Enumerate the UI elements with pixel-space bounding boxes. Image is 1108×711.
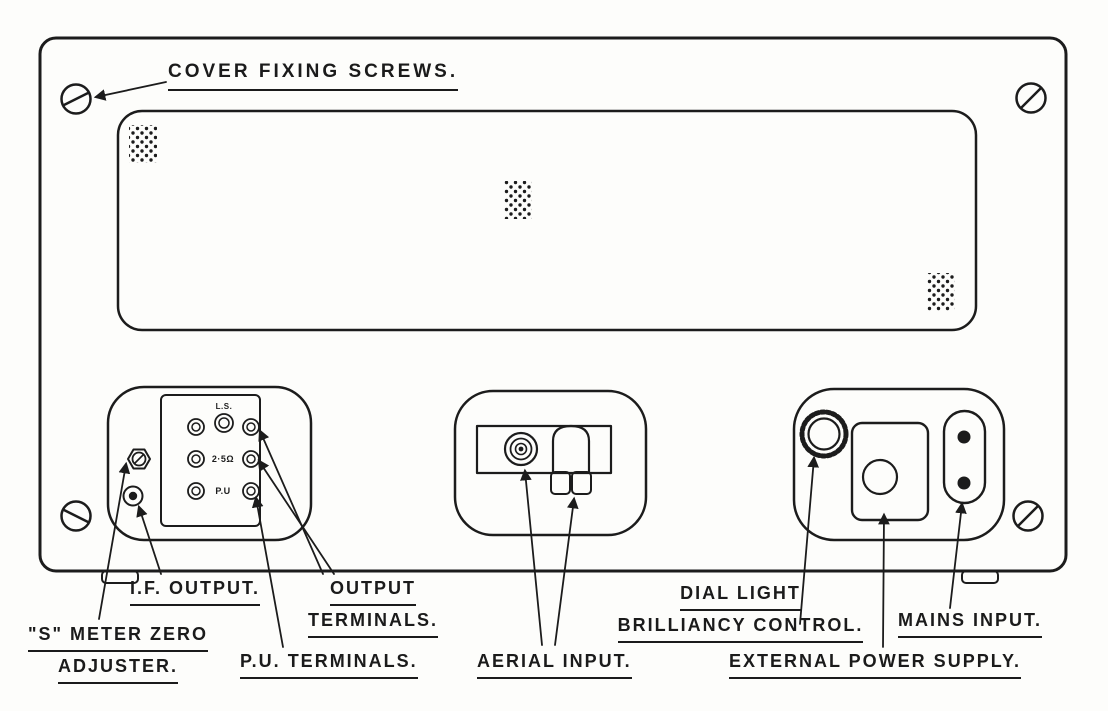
leader-external-power <box>878 512 890 648</box>
label-if-output: I.F. OUTPUT. <box>130 574 261 607</box>
chassis-outline <box>38 36 1068 584</box>
leader-if-output <box>136 504 162 575</box>
leader-lines <box>93 81 967 648</box>
vent-holes <box>504 181 532 219</box>
leader-dial-light <box>799 455 820 625</box>
vent-holes <box>927 273 955 311</box>
label-cover-fixing-screws: COVER FIXING SCREWS. <box>168 57 459 91</box>
label-aerial-input: AERIAL INPUT. <box>477 647 632 680</box>
aerial-panel <box>453 389 648 537</box>
coax-socket <box>503 431 539 467</box>
terminal-row2-label: 2·5Ω <box>212 454 234 464</box>
label-external-power-supply: EXTERNAL POWER SUPPLY. <box>729 647 1022 680</box>
terminal-row3-label: P.U <box>215 486 230 496</box>
output-terminal <box>242 418 260 436</box>
leader-cover-fixing-screws <box>93 81 167 101</box>
label-s-meter-zero-adjuster: "S" METER ZERO ADJUSTER. <box>12 620 224 685</box>
chassis-foot-right <box>961 570 999 584</box>
label-dial-light-brilliancy: DIAL LIGHT BRILLIANCY CONTROL. <box>598 579 883 644</box>
dial-light-brilliancy-knob <box>799 409 849 459</box>
vent-cover <box>116 109 978 332</box>
vent-holes <box>129 125 157 163</box>
label-pu-terminals: P.U. TERMINALS. <box>240 647 418 680</box>
screw-icon <box>1015 82 1047 114</box>
leader-aerial-input-2 <box>554 496 579 646</box>
output-terminal <box>214 413 234 433</box>
terminal-panel: L.S. 2·5Ω P.U <box>106 385 313 542</box>
pu-terminal <box>187 482 205 500</box>
output-terminal <box>187 450 205 468</box>
leader-s-meter-adjuster <box>98 461 131 620</box>
output-terminal <box>242 450 260 468</box>
leader-pu-terminals <box>251 495 284 648</box>
leader-mains-input <box>949 501 967 609</box>
power-panel <box>792 387 1006 542</box>
output-terminal <box>187 418 205 436</box>
screw-icon <box>60 500 92 532</box>
screw-icon <box>1012 500 1044 532</box>
mains-input-socket <box>942 409 987 505</box>
label-output-terminals: OUTPUT TERMINALS. <box>293 574 453 639</box>
label-mains-input: MAINS INPUT. <box>898 606 1043 639</box>
chassis-foot-left <box>101 570 139 584</box>
if-output-socket <box>122 485 144 507</box>
external-power-socket <box>850 421 930 522</box>
leader-output-terminals-1 <box>258 428 324 575</box>
cover-fixing-screws <box>60 82 1047 532</box>
aerial-mount-plate <box>475 424 613 475</box>
s-meter-zero-adjuster <box>127 448 151 470</box>
leader-output-terminals-2 <box>257 459 335 575</box>
aerial-terminal-block <box>550 424 592 495</box>
leader-aerial-input-1 <box>520 468 543 646</box>
terminal-row1-label: L.S. <box>216 402 233 411</box>
terminal-block <box>160 394 261 527</box>
screw-icon <box>60 83 92 115</box>
pu-terminal <box>242 482 260 500</box>
